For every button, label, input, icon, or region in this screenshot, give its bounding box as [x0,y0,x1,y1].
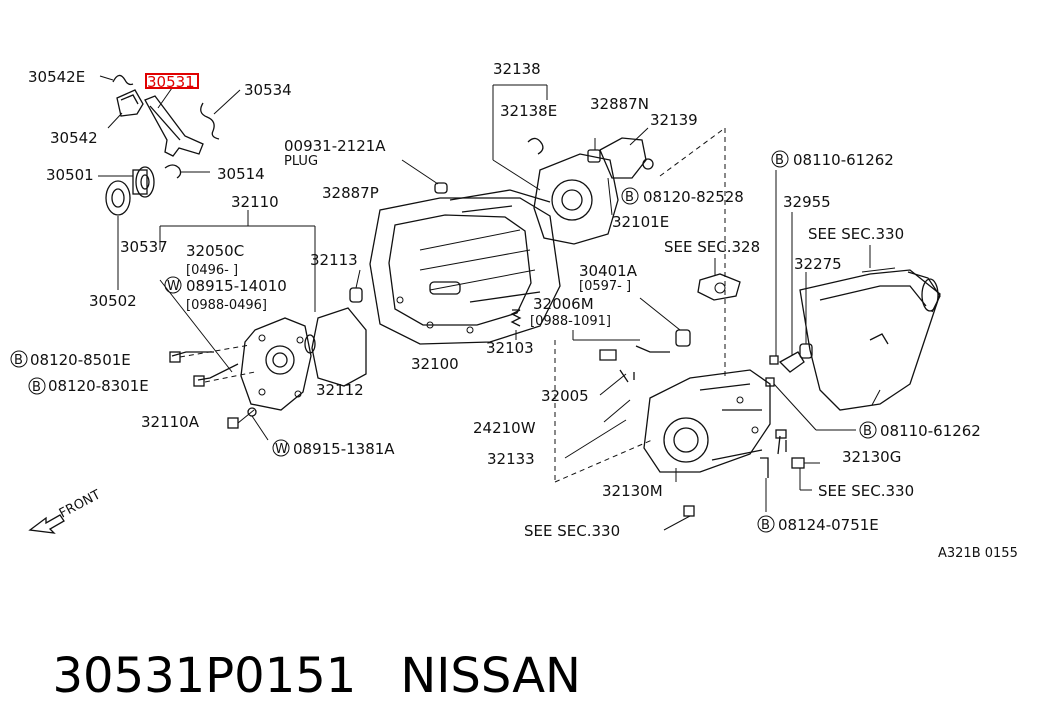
label-32275: 32275 [794,255,842,273]
label-32113: 32113 [310,251,358,269]
label-32103: 32103 [486,339,534,357]
bolt-marker: B [863,424,872,439]
label-32110A: 32110A [141,413,200,431]
label-08120-82528: 08120-82528 [643,188,744,206]
label-32130M: 32130M [602,482,663,500]
label-00931-2121A: 00931-2121A [284,137,386,155]
label-08915-14010: 08915-14010 [186,277,287,295]
label-30537: 30537 [120,238,168,256]
label-08915-14010-range: [0988-0496] [186,298,267,313]
label-32138E: 32138E [500,102,557,120]
label-08915-1381A: 08915-1381A [293,440,395,458]
label-32005: 32005 [541,387,589,405]
label-32887P: 32887P [322,184,379,202]
clutch-release-group [98,74,316,373]
label-32100: 32100 [411,355,459,373]
label-30401A: 30401A [579,262,638,280]
bolt-marker: B [625,190,634,205]
label-see-sec-330-right: SEE SEC.330 [818,482,914,500]
label-30542E: 30542E [28,68,85,86]
label-32050C-range: [0496- ] [186,263,238,278]
front-label: FRONT [57,487,103,521]
label-32130G: 32130G [842,448,901,466]
switches-group [554,258,741,483]
label-32887N: 32887N [590,95,649,113]
label-32006M: 32006M [533,295,594,313]
bolt-marker: B [761,518,770,533]
label-30542: 30542 [50,129,98,147]
label-32133: 32133 [487,450,535,468]
bolt-marker: B [775,153,784,168]
highlight-box [145,73,199,89]
label-30401A-range: [0597- ] [579,279,631,294]
label-32139: 32139 [650,111,698,129]
bolt-marker: B [32,380,41,395]
rear-housing-group [765,170,941,431]
front-cover-group [169,269,367,441]
diagram-code: A321B 0155 [938,546,1018,561]
label-30531-highlighted: 30531 [147,73,195,91]
label-30501: 30501 [46,166,94,184]
label-32101E: 32101E [612,213,669,231]
part-labels: 30542E 30531 30534 30542 30501 30514 305… [28,60,1018,561]
label-30534: 30534 [244,81,292,99]
label-30502: 30502 [89,292,137,310]
label-32955: 32955 [783,193,831,211]
label-08124-0751E: 08124-0751E [778,516,879,534]
label-32110: 32110 [231,193,279,211]
label-30514: 30514 [217,165,265,183]
bolt-marker: B [14,353,23,368]
label-08120-8501E: 08120-8501E [30,351,131,369]
markers: B B W W B B B B [10,150,877,533]
adapter-housing-group [643,369,820,531]
transmission-case-group [369,84,726,380]
washer-marker: W [167,279,180,294]
washer-marker: W [275,442,288,457]
label-32050C: 32050C [186,242,244,260]
label-see-sec-330-bottom: SEE SEC.330 [524,522,620,540]
label-32112: 32112 [316,381,364,399]
label-08120-8301E: 08120-8301E [48,377,149,395]
label-plug: PLUG [284,154,318,169]
label-see-sec-328: SEE SEC.328 [664,238,760,256]
parts-diagram: FRONT B B W W B B B B 30542E 30531 30534… [10,60,1018,561]
label-08110-61262-bottom: 08110-61262 [880,422,981,440]
label-32006M-range: [0988-1091] [530,314,611,329]
footer: 30531P0151 NISSAN [22,592,625,704]
front-arrow: FRONT [28,487,103,534]
part-number: 30531P0151 [52,648,357,704]
label-24210W: 24210W [473,419,536,437]
label-see-sec-330-top: SEE SEC.330 [808,225,904,243]
label-08110-61262-top: 08110-61262 [793,151,894,169]
label-32138: 32138 [493,60,541,78]
brand-name: NISSAN [400,648,581,704]
